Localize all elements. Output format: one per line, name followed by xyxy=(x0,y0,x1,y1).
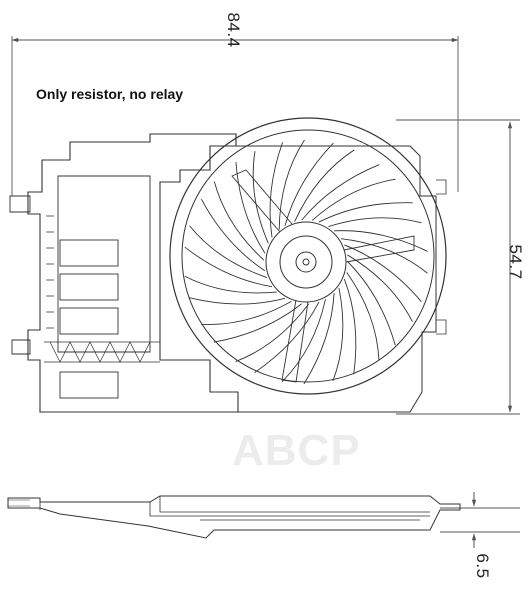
fan-hub xyxy=(231,169,415,383)
watermark-logo: ABCP xyxy=(232,426,361,475)
height-dimension-label: 54.7 xyxy=(506,244,525,280)
fan-blade xyxy=(334,230,428,274)
fan-blade xyxy=(284,142,355,226)
dimension-depth xyxy=(440,492,520,548)
width-dimension-label: 84.4 xyxy=(224,12,243,48)
fan-blade xyxy=(332,278,357,382)
fan-blade xyxy=(344,244,422,322)
fan-blade xyxy=(184,275,286,305)
side-view xyxy=(7,495,461,539)
dimension-height xyxy=(396,119,520,415)
fan-blade xyxy=(269,139,305,238)
fan-blade xyxy=(318,202,422,227)
fan-blade xyxy=(346,261,396,360)
front-view xyxy=(9,117,447,413)
fan-blade xyxy=(281,293,335,385)
fan-blade xyxy=(201,300,302,343)
fan-blade xyxy=(235,301,320,373)
fan-blade xyxy=(200,181,266,272)
depth-dimension-label: 6.5 xyxy=(473,553,492,579)
fan-blade xyxy=(301,164,396,221)
dimension-width xyxy=(11,36,459,196)
fan-blade xyxy=(184,225,273,288)
fan-blade xyxy=(235,151,269,254)
note-text: Only resistor, no relay xyxy=(36,86,184,102)
